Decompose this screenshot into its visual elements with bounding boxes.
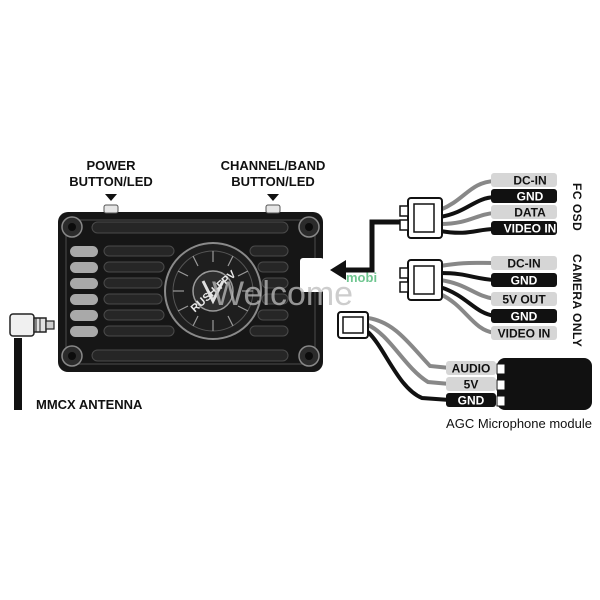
mic-connector: AUDIO 5V GND [337,311,592,410]
mic-module-label: AGC Microphone module [446,416,592,431]
fc-osd-connector: DC-IN GND DATA VIDEO IN [399,173,557,239]
power-button[interactable] [103,204,119,214]
mic-module [497,358,592,410]
arrow-down-icon [267,194,279,201]
channel-button-label: CHANNEL/BAND BUTTON/LED [221,158,326,201]
pin-label: GND [511,274,538,288]
fc-osd-label: FC OSD [570,183,584,231]
pin-label: VIDEO IN [504,222,557,236]
pin-label: AUDIO [452,362,491,376]
pin-label: DATA [514,206,546,220]
screw-icon [298,216,320,238]
fan-icon [164,242,262,340]
svg-text:mobi: mobi [346,270,377,285]
svg-text:POWER: POWER [86,158,136,173]
svg-text:BUTTON/LED: BUTTON/LED [231,174,315,189]
screw-icon [61,345,83,367]
pin-label: 5V [464,378,479,392]
channel-band-button[interactable] [265,204,281,214]
svg-text:CHANNEL/BAND: CHANNEL/BAND [221,158,326,173]
vtx-module: RUSH-FPV [58,204,324,372]
pin-label: VIDEO IN [498,327,551,341]
power-button-label: POWER BUTTON/LED [69,158,153,201]
screw-icon [61,216,83,238]
arrow-down-icon [105,194,117,201]
camera-connector: DC-IN GND 5V OUT GND VIDEO IN [399,256,557,341]
side-port [300,258,324,292]
svg-text:Welcome: Welcome [212,275,353,313]
antenna-label: MMCX ANTENNA [36,397,143,412]
pin-label: GND [511,310,538,324]
screw-icon [298,345,320,367]
pin-label: DC-IN [513,174,546,188]
pin-label: GND [458,394,485,408]
svg-text:BUTTON/LED: BUTTON/LED [69,174,153,189]
heatsink-fins [91,221,289,362]
mmcx-antenna [9,313,55,410]
connect-arrow [330,219,404,280]
pin-label: 5V OUT [502,293,546,307]
camera-only-label: CAMERA ONLY [570,254,584,347]
pin-label: GND [517,190,544,204]
watermark: Welcome mobi [212,270,377,313]
pin-label: DC-IN [507,257,540,271]
heatsink-pads [70,246,98,337]
